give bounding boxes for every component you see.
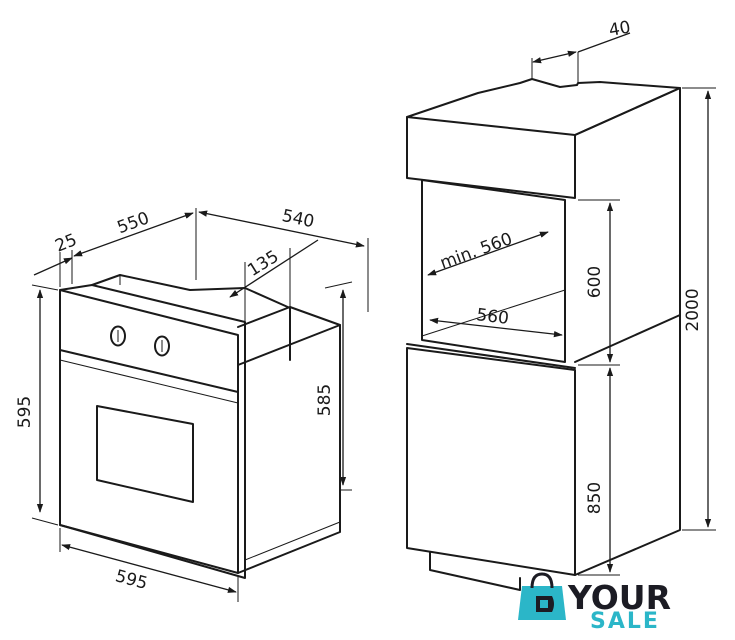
logo-word-your: YOUR xyxy=(567,578,671,617)
logo-word-sale: SALE xyxy=(590,609,660,634)
dim-line-niche-depth xyxy=(429,317,563,338)
oven-side-panel xyxy=(237,324,341,574)
oven-front-face xyxy=(59,289,239,574)
dim-line-niche-width xyxy=(427,231,549,276)
dim-line-cabinet-top-depth xyxy=(532,50,577,64)
oven-panel-divider xyxy=(59,349,239,393)
oven-knob-right xyxy=(154,335,170,357)
cabinet-lower-door xyxy=(406,347,576,576)
cabinet-top-box xyxy=(406,78,681,199)
dim-label-niche-width: min. 560 xyxy=(437,229,515,274)
cabinet-drawing xyxy=(406,78,681,591)
dim-line-front-depth xyxy=(33,257,73,276)
dim-line-total-depth xyxy=(73,212,194,257)
oven-knob-left xyxy=(110,325,126,347)
dim-label-niche-depth: 560 xyxy=(475,305,510,329)
dim-label-body-depth: 540 xyxy=(280,206,316,232)
yoursale-logo: YOUR SALE xyxy=(518,572,671,634)
dim-line-oven-width xyxy=(61,544,237,593)
dim-label-body-height: 585 xyxy=(315,384,335,416)
dim-label-lower-cabinet-height: 850 xyxy=(585,482,605,514)
dim-label-cabinet-top-depth: 40 xyxy=(607,17,632,40)
dim-label-cabinet-total-height: 2000 xyxy=(683,288,703,331)
dim-label-niche-height: 600 xyxy=(585,266,605,298)
dim-label-front-depth: 25 xyxy=(52,230,80,257)
dim-label-oven-width: 595 xyxy=(113,566,150,594)
cabinet-dimensions: 40 min. 560 560 600 850 2000 xyxy=(427,17,716,576)
oven-drawing xyxy=(59,274,341,579)
cabinet-plinth xyxy=(429,551,521,591)
oven-control-block xyxy=(91,274,291,309)
oven-door-window xyxy=(96,405,194,503)
shopping-bag-icon xyxy=(518,572,566,620)
dim-line-body-depth xyxy=(198,210,365,248)
dim-label-total-depth: 550 xyxy=(115,208,152,238)
dim-line-top-offset xyxy=(229,239,319,298)
dim-label-oven-height: 595 xyxy=(15,396,35,428)
